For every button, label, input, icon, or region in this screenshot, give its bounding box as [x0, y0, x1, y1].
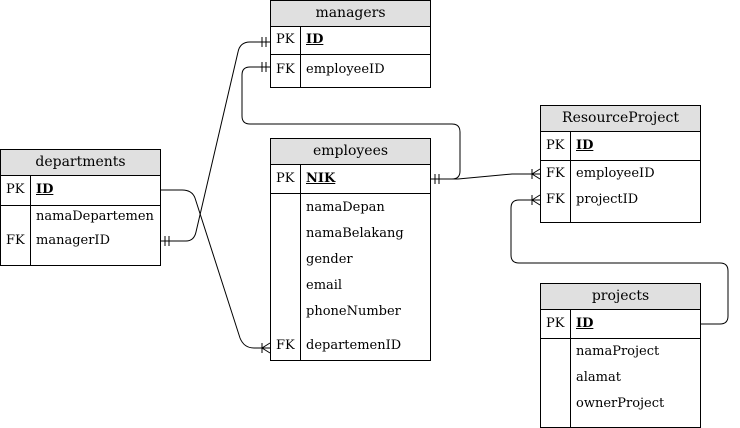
key-label-fk: FK: [276, 338, 295, 353]
row-projects-id: PK ID: [541, 310, 700, 339]
field-projects-ownerproject: ownerProject: [576, 396, 665, 411]
field-employees-phonenumber: phoneNumber: [306, 304, 401, 319]
row-departments-fields: FK namaDepartemen managerID: [1, 206, 160, 265]
row-resourceproject-fks: FK FK employeeID projectID: [541, 161, 700, 222]
field-departments-managerid: managerID: [36, 233, 110, 248]
field-projects-namaproject: namaProject: [576, 344, 660, 359]
field-managers-id: ID: [306, 32, 324, 47]
row-projects-fields: namaProject alamat ownerProject: [541, 339, 700, 427]
rel-employees-resourceproject-crowsfoot: [531, 168, 541, 180]
entity-employees[interactable]: employees PK NIK FK namaDepan namaBelaka…: [270, 138, 431, 361]
field-employees-namadepan: namaDepan: [306, 200, 385, 215]
field-resourceproject-id: ID: [576, 138, 594, 153]
rel-managers-employees: [241, 66, 461, 180]
rel-departments-managers: [161, 41, 270, 242]
key-label-fk: FK: [546, 192, 565, 207]
rel-departments-employees-crowsfoot: [261, 342, 271, 354]
field-employees-nik: NIK: [306, 171, 336, 186]
rel-projects-resourceproject: [510, 199, 729, 325]
rel-departments-managers-end-departments: [164, 236, 170, 246]
entity-resourceproject[interactable]: ResourceProject PK ID FK FK employeeID p…: [540, 105, 701, 223]
entity-title-employees: employees: [271, 139, 430, 165]
field-departments-namadepartemen: namaDepartemen: [36, 209, 154, 224]
entity-managers[interactable]: managers PK ID FK employeeID: [270, 0, 431, 88]
entity-departments[interactable]: departments PK ID FK namaDepartemen mana…: [0, 149, 161, 266]
rel-projects-resourceproject-crowsfoot: [531, 194, 541, 206]
entity-title-projects: projects: [541, 284, 700, 310]
row-employees-nik: PK NIK: [271, 165, 430, 194]
row-managers-id: PK ID: [271, 27, 430, 55]
key-label-pk: PK: [276, 32, 295, 47]
row-managers-employeeid: FK employeeID: [271, 55, 430, 87]
field-employees-email: email: [306, 278, 343, 293]
field-managers-employeeid: employeeID: [306, 62, 385, 77]
row-departments-id: PK ID: [1, 176, 160, 206]
field-projects-alamat: alamat: [576, 370, 621, 385]
key-label-fk: FK: [276, 62, 295, 77]
field-departments-id: ID: [36, 182, 54, 197]
rel-managers-employees-end-managers: [261, 62, 267, 72]
rel-departments-employees: [161, 189, 270, 349]
entity-title-managers: managers: [271, 1, 430, 27]
field-employees-gender: gender: [306, 252, 353, 267]
entity-projects[interactable]: projects PK ID namaProject alamat ownerP…: [540, 283, 701, 428]
rel-departments-managers-end-managers: [261, 37, 267, 47]
field-employees-namabelakang: namaBelakang: [306, 226, 404, 241]
key-label-pk: PK: [546, 316, 565, 331]
key-label-pk: PK: [546, 138, 565, 153]
field-resourceproject-projectid: projectID: [576, 192, 639, 207]
entity-title-resourceproject: ResourceProject: [541, 106, 700, 132]
field-resourceproject-employeeid: employeeID: [576, 166, 655, 181]
row-employees-fields: FK namaDepan namaBelakang gender email p…: [271, 194, 430, 360]
key-label-pk: PK: [276, 171, 295, 186]
field-projects-id: ID: [576, 316, 594, 331]
key-label-pk: PK: [6, 182, 25, 197]
key-label-fk: FK: [6, 233, 25, 248]
key-label-fk: FK: [546, 166, 565, 181]
entity-title-departments: departments: [1, 150, 160, 176]
field-employees-departemenid: departemenID: [306, 338, 402, 353]
rel-employees-resourceproject: [431, 173, 540, 180]
row-resourceproject-id: PK ID: [541, 132, 700, 161]
